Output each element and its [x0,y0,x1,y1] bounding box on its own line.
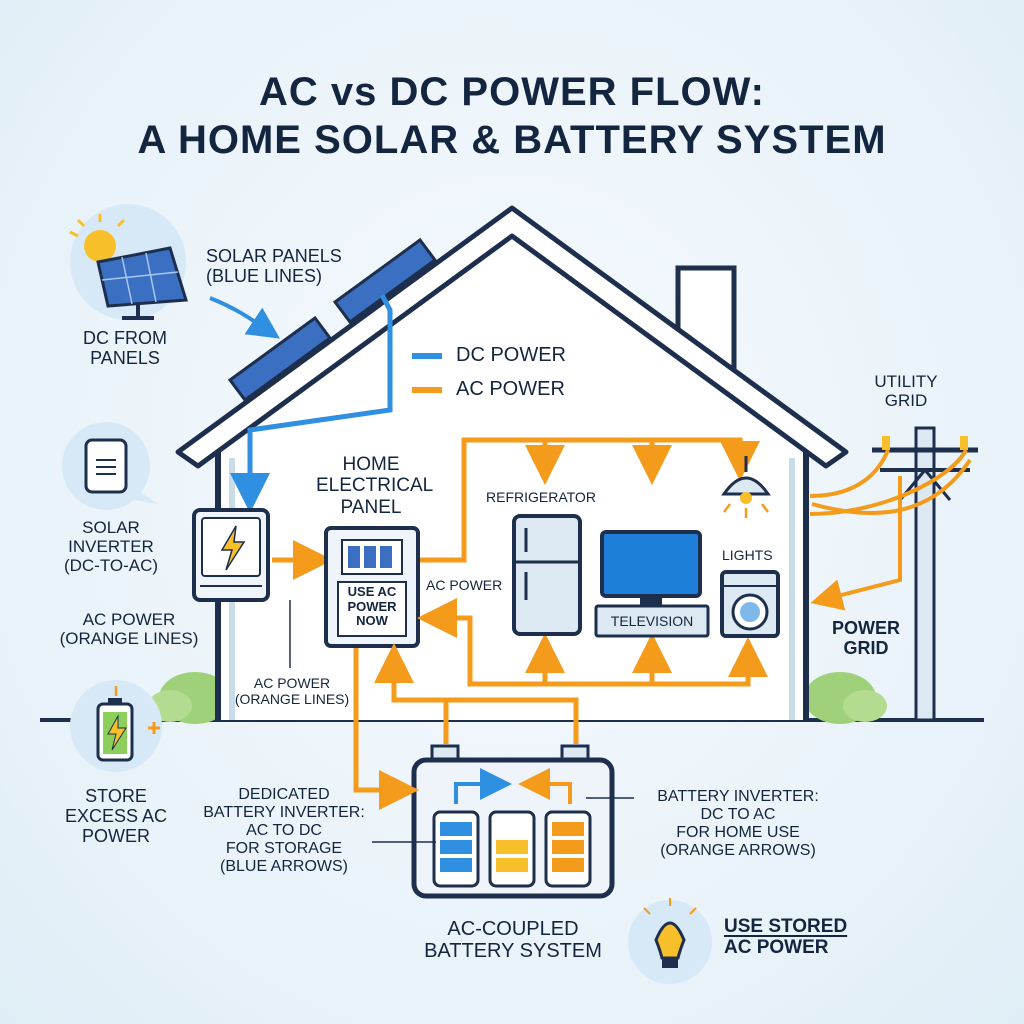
label-lights: LIGHTS [722,547,773,563]
title-line-1: AC vs DC POWER FLOW: [259,70,765,114]
lamp-icon [721,456,771,518]
title-line-2: A HOME SOLAR & BATTERY SYSTEM [137,118,887,162]
label-ac-power-orange: AC POWER(ORANGE LINES) [59,610,199,649]
ac-appliance-network [417,437,768,687]
solar-inverter-box [192,508,270,602]
solar-panel-icon [69,204,188,320]
legend-dc-power: DC POWER [456,344,566,366]
battery-cell-blue [432,810,480,888]
battery-cell-yellow [488,810,536,888]
inverter-badge-icon [62,422,158,510]
ac-battery-lines [353,643,579,810]
battery-cell-orange [544,810,592,888]
label-ac-power-inline: AC POWER [426,577,503,593]
label-ac-power-orange-small: AC POWER(ORANGE LINES) [234,675,350,707]
label-solar-panels: SOLAR PANELS(BLUE LINES) [206,246,342,287]
television-icon [594,530,710,638]
store-excess-battery-icon [70,680,162,772]
lightbulb-icon [628,898,712,984]
dc-line-from-panels [209,296,280,339]
grid-wires [809,448,972,611]
label-television: TELEVISION [610,613,694,629]
refrigerator-icon [512,514,582,636]
washing-machine-icon [720,570,780,638]
bush-right [804,672,887,724]
legend-swatches [412,353,442,393]
house-roof [175,205,849,469]
dc-line-roof [230,293,393,513]
label-refrigerator: REFRIGERATOR [486,489,596,505]
electrical-panel-box [324,526,420,648]
legend-ac-power: AC POWER [456,378,565,400]
roof-solar-panels [227,237,438,403]
battery-system-box [411,744,615,899]
